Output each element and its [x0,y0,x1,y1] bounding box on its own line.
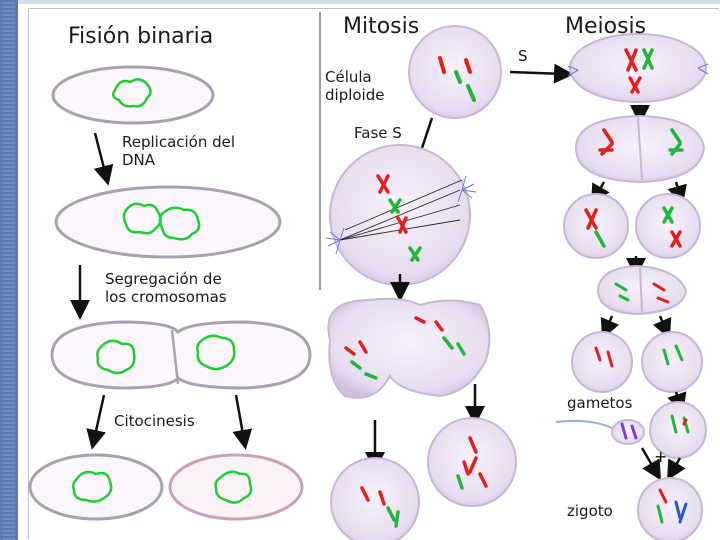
meiosis-chromosomes-1-green [642,48,654,70]
chromosome-daughter-right [462,436,488,488]
title-mitosis: Mitosis [343,14,420,39]
meiosis-chromosomes-3a-green [594,230,606,248]
label-phase-s: Fase S [354,124,402,142]
dna-loop-2b [158,206,201,241]
arrow-meiosis-4a [600,315,620,340]
chromosome-daughter-right-green [456,474,464,490]
meiosis-cleavage-4 [639,267,643,313]
sperm-tail [555,419,613,429]
mitosis-column [325,25,517,540]
zygote-chromosomes-green [656,504,664,524]
egg-chromosomes-red [682,418,688,426]
meiosis-spindle-1 [567,63,709,77]
dna-loop-1 [111,78,152,108]
chromosome-daughter-left [360,486,386,506]
chromosome-red-2 [376,174,408,234]
chromosome-green-2 [388,198,422,262]
arrow-s-phase [509,63,574,84]
meiosis-cell-1 [569,33,707,103]
meiosis-cleavage-2 [637,117,643,181]
arrow-meiosis-2b [667,181,687,206]
label-s: S [518,47,528,65]
chromosome-green-1 [454,70,476,102]
meiosis-chromosomes-3a [584,208,598,230]
meiosis-chromosomes-3b [662,206,674,224]
label-zygote: zigoto [567,502,613,520]
meiosis-chromosomes-2-green [668,128,684,156]
label-dna-replication: Replicación del DNA [122,133,236,169]
sperm-chromosomes [620,422,638,440]
meiosis-chromosomes-4-red [652,282,670,304]
slide-border [28,8,719,539]
gamete-2-chromosomes [662,344,684,366]
spindle-poles [325,175,477,255]
chromosome-red-1 [438,56,472,74]
title-meiosis: Meiosis [565,14,647,39]
gamete-1-chromosomes [594,346,614,368]
dna-loop-3a [96,339,136,375]
top-frame-bar [18,0,720,4]
arrow-meiosis-4b [652,315,672,340]
binary-fission-column [28,65,312,521]
dna-loop-4b [214,470,253,504]
left-frame-bar [0,0,18,540]
arrow-fertilization-b [667,457,686,481]
meiosis-chromosomes-2 [598,128,614,156]
zygote-chromosomes-blue [674,500,688,524]
meiosis-chromosomes-3b-red [670,230,682,248]
zygote-chromosomes-red [658,488,668,504]
label-chromosome-segregation: Segregación de los cromosomas [105,270,227,306]
bacterium-1 [51,65,215,125]
bacterium-3 [50,320,312,390]
meiosis-cell-3b [635,193,701,259]
egg-cell [649,401,707,459]
septum [170,329,180,385]
mitosis-daughter-right [427,417,517,507]
arrow-3b [232,394,253,450]
chromosome-daughter-left-green [386,506,400,528]
dna-loop-2a [122,202,162,235]
arrow-fertilization-a [640,447,662,481]
sperm-head [611,419,645,445]
dna-loop-3b [196,334,236,371]
bacterium-2 [54,185,282,259]
daughter-cell-left [28,453,164,521]
zygote-cell [637,477,703,540]
chromosome-red-3 [344,316,444,356]
meiosis-column: + [509,33,709,540]
arrow-1 [93,132,114,186]
meiosis-chromosomes-4 [614,282,630,302]
plus-sign: + [654,447,667,466]
dna-loop-4a [72,470,113,503]
label-cytokinesis: Citocinesis [114,412,195,430]
daughter-cell-right [168,453,304,521]
label-diploid-cell: Célula diploide [325,68,385,104]
arrow-3a [86,394,106,450]
gamete-2 [641,331,703,393]
gamete-1 [571,331,633,393]
title-binary-fission: Fisión binaria [68,24,214,49]
mitosis-daughter-left [330,457,420,540]
chromosome-green-3 [350,336,466,380]
cytokinesis-cell [327,297,491,399]
meiosis-chromosomes-1-red [624,48,642,94]
label-gametes: gametos [567,394,633,412]
